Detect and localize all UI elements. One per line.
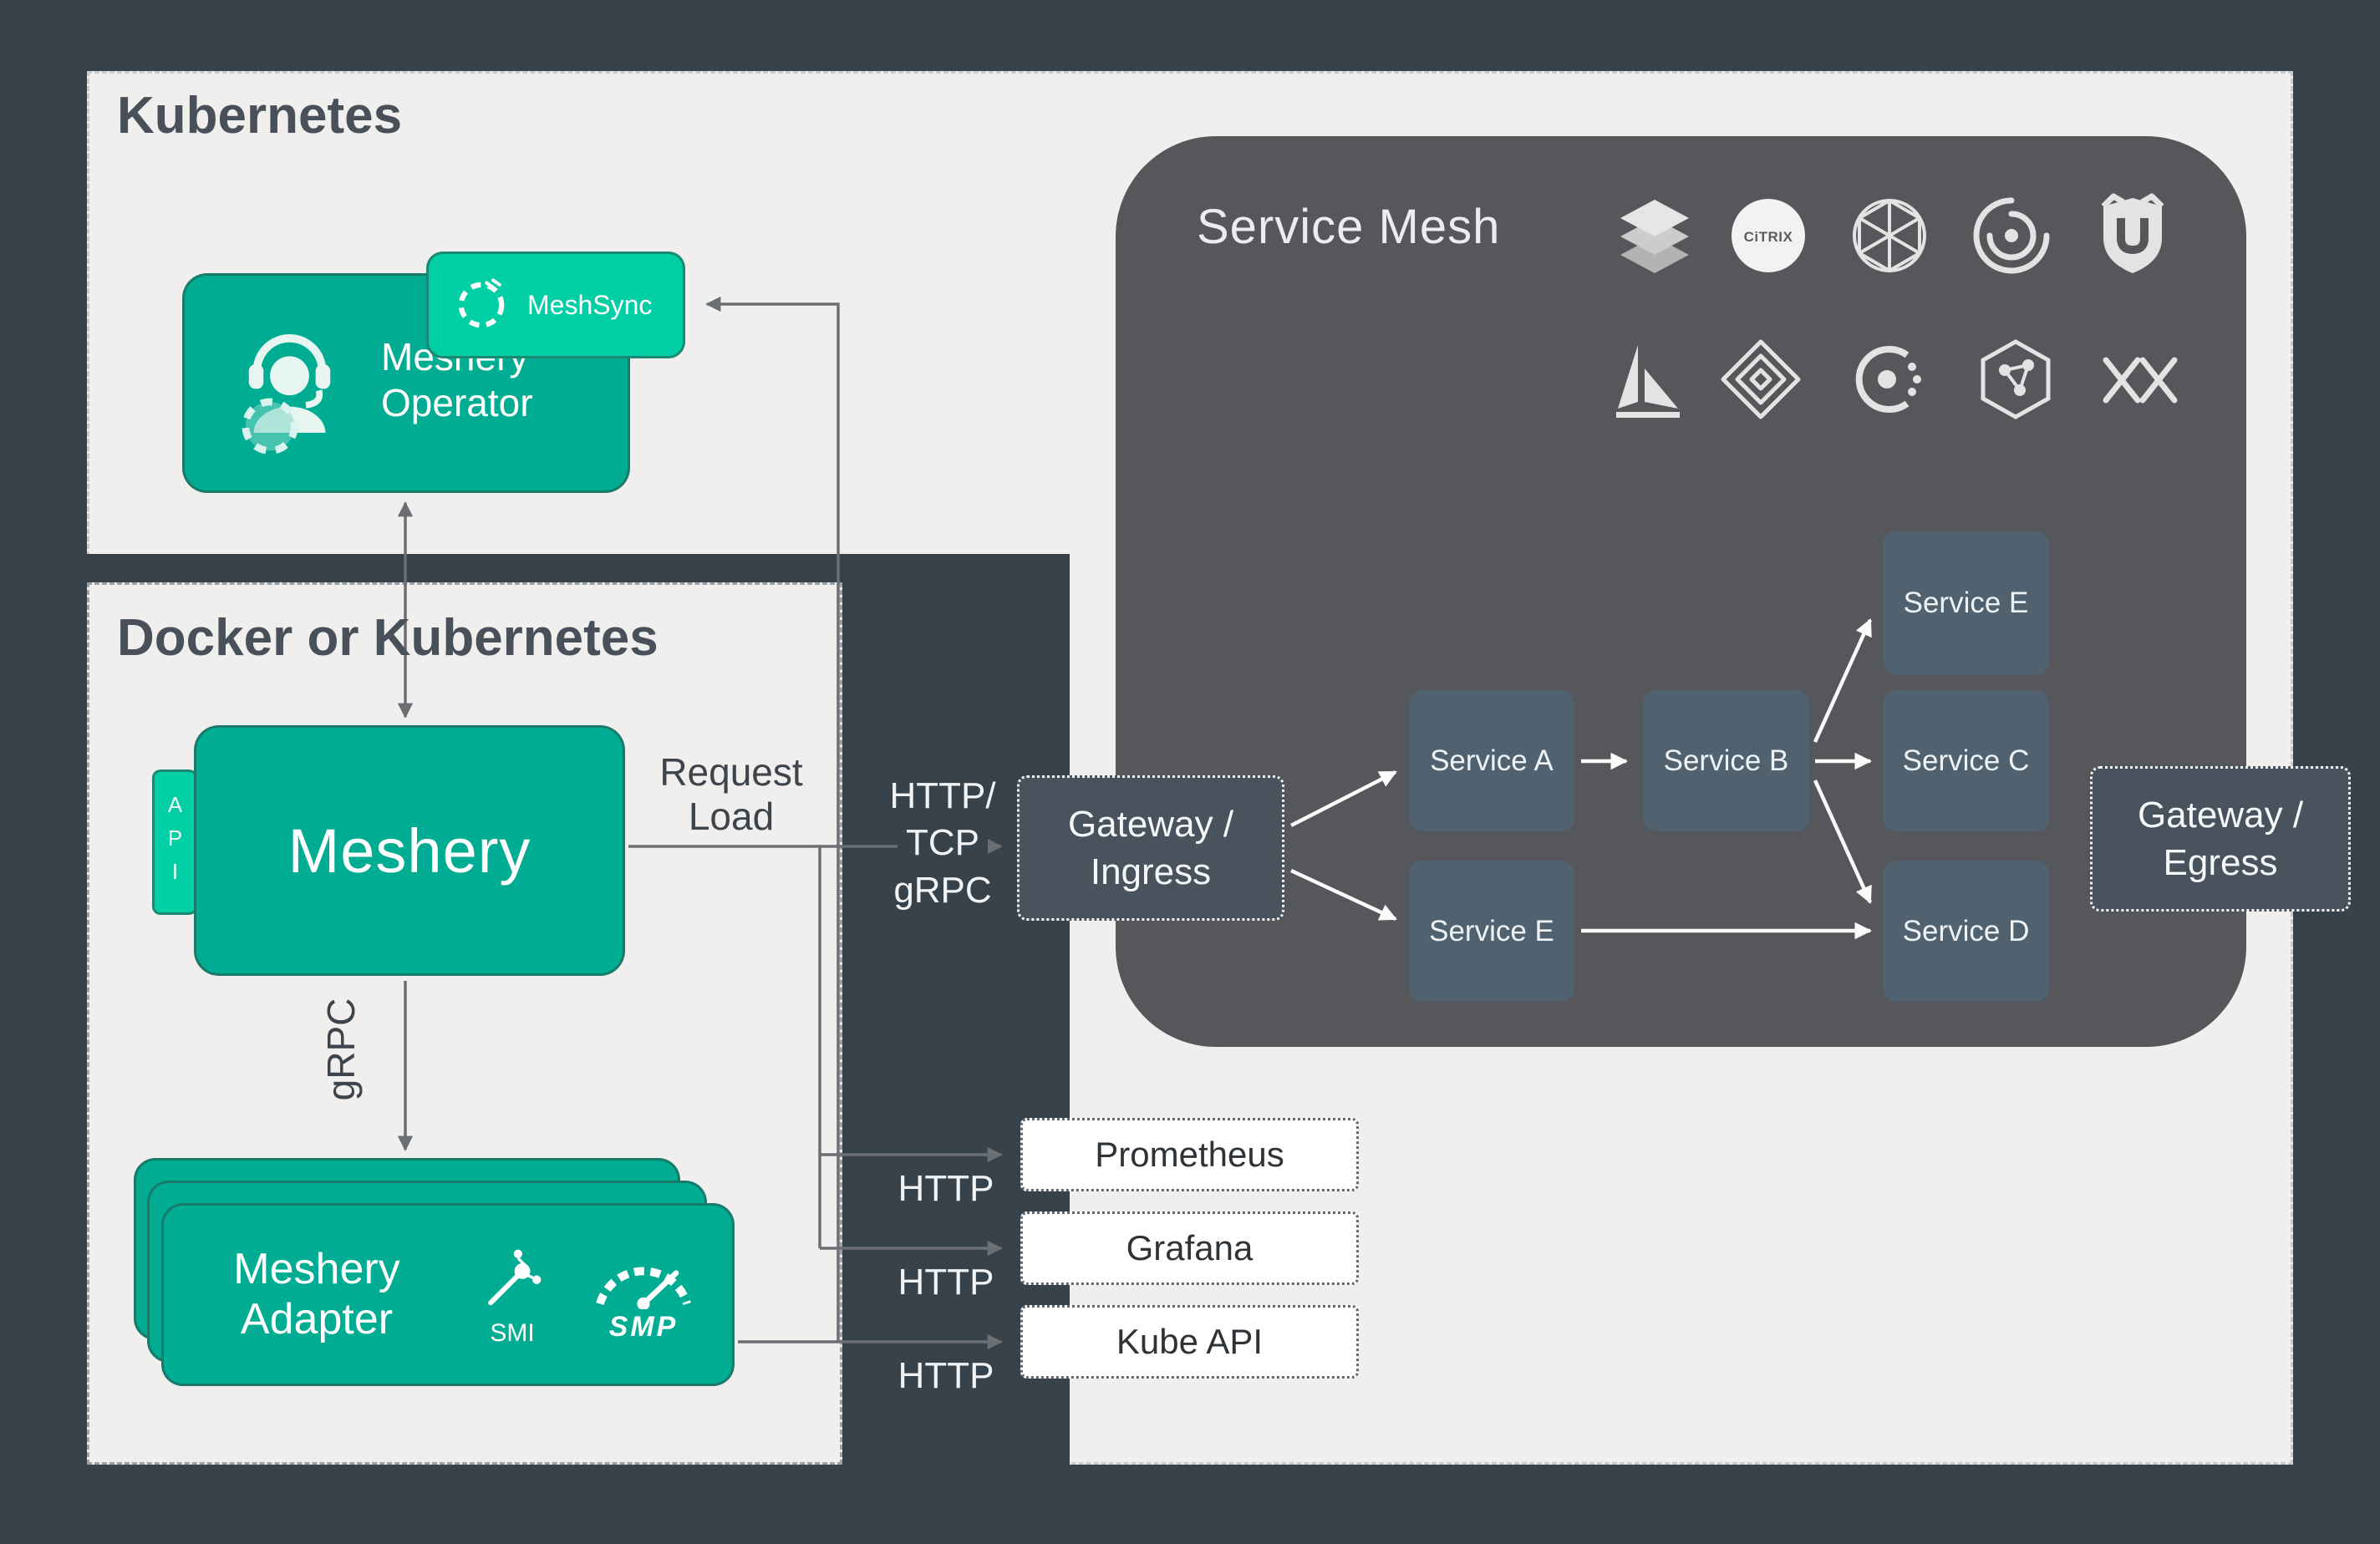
service-node-label: Service A [1430, 744, 1554, 777]
smp-gauge-icon [596, 1267, 691, 1309]
service-node-label: Service E [1903, 587, 2029, 619]
meshsync-label: MeshSync [527, 289, 653, 320]
mesh-logo-layers-icon [1609, 190, 1701, 282]
arrow-b-to-d [1813, 780, 1873, 904]
arrow-ingress-to-service-a [1289, 769, 1397, 828]
http-kube-api-label: HTTP [898, 1355, 994, 1396]
service-node-label: Service E [1429, 914, 1554, 947]
service-node-label: Service D [1902, 914, 2030, 947]
arrow-kube-api-to-meshsync [705, 296, 840, 1342]
kube-api-label: Kube API [1116, 1322, 1264, 1361]
service-node-e-top: Service E [1883, 531, 2049, 675]
service-node-label: Service C [1902, 744, 2030, 777]
meshsync-icon [458, 278, 505, 328]
meshery-label: Meshery [287, 815, 531, 886]
meshery-api-tab: API [152, 769, 197, 915]
service-node-d: Service D [1883, 861, 2049, 1002]
gateway-ingress-box: Gateway / Ingress [1017, 775, 1284, 921]
mesh-logo-maze-cube-icon [1715, 333, 1807, 425]
protocol-http-label: HTTP/ [881, 773, 1004, 820]
mesh-logo-swirl-icon [1966, 190, 2057, 282]
mesh-logo-consul-dots-icon [1843, 333, 1935, 425]
protocol-grpc-label: gRPC [885, 866, 1000, 914]
smp-label: SMP [608, 1311, 679, 1343]
http-grafana-label: HTTP [898, 1262, 994, 1303]
smi-icon [488, 1249, 542, 1305]
http-prometheus-label: HTTP [898, 1168, 994, 1209]
mesh-logo-geodesic-icon [1843, 190, 1935, 282]
meshery-api-label: API [162, 792, 188, 892]
ingress-protocol-label: HTTP/ TCP gRPC [876, 773, 1009, 914]
mesh-logo-hexagon-network-icon [1970, 333, 2062, 425]
gateway-egress-box: Gateway / Egress [2090, 766, 2351, 912]
prometheus-label: Prometheus [1095, 1135, 1284, 1174]
mesh-logo-kuma-bear-icon [2087, 190, 2179, 282]
service-node-c: Service C [1883, 690, 2049, 831]
meshery-box: Meshery [194, 725, 625, 976]
service-node-label: Service B [1663, 744, 1789, 777]
service-mesh-container [1116, 136, 2246, 1047]
smp-group: SMP [585, 1246, 702, 1343]
grafana-label: Grafana [1126, 1228, 1254, 1267]
grafana-box: Grafana [1020, 1211, 1359, 1285]
prometheus-box: Prometheus [1020, 1118, 1359, 1191]
meshery-adapter-label: Meshery Adapter [233, 1244, 400, 1343]
arrow-ingress-to-service-e-left [1290, 868, 1397, 922]
smi-group: SMI [476, 1242, 548, 1348]
docker-panel-title: Docker or Kubernetes [117, 609, 659, 667]
service-mesh-title: Service Mesh [1197, 200, 1501, 254]
grpc-edge-label: gRPC [319, 998, 363, 1101]
arrow-b-to-e-top [1813, 618, 1873, 743]
request-load-label: Request Load [659, 750, 803, 838]
mesh-logo-citrix-icon: CiTRIX [1722, 190, 1814, 282]
service-node-e-left: Service E [1409, 861, 1574, 1002]
operator-headset-icon [242, 334, 331, 455]
gateway-ingress-label: Gateway / Ingress [1067, 803, 1234, 892]
mesh-logo-weave-cross-icon [2094, 333, 2186, 425]
kubernetes-panel-title: Kubernetes [117, 87, 403, 145]
service-node-a: Service A [1409, 690, 1574, 831]
meshsync-badge: MeshSync [426, 251, 685, 358]
protocol-tcp-label: TCP [898, 820, 988, 867]
service-node-b: Service B [1643, 690, 1809, 831]
mesh-traffic-arrows [1289, 618, 1873, 940]
gateway-egress-label: Gateway / Egress [2137, 794, 2304, 883]
kube-api-box: Kube API [1020, 1305, 1359, 1379]
meshery-adapter-box: Meshery Adapter SMI SMP [161, 1203, 735, 1386]
smi-label: SMI [490, 1318, 535, 1347]
citrix-logo-text: CiTRIX [1744, 229, 1793, 245]
mesh-logo-istio-sail-icon [1601, 333, 1693, 425]
